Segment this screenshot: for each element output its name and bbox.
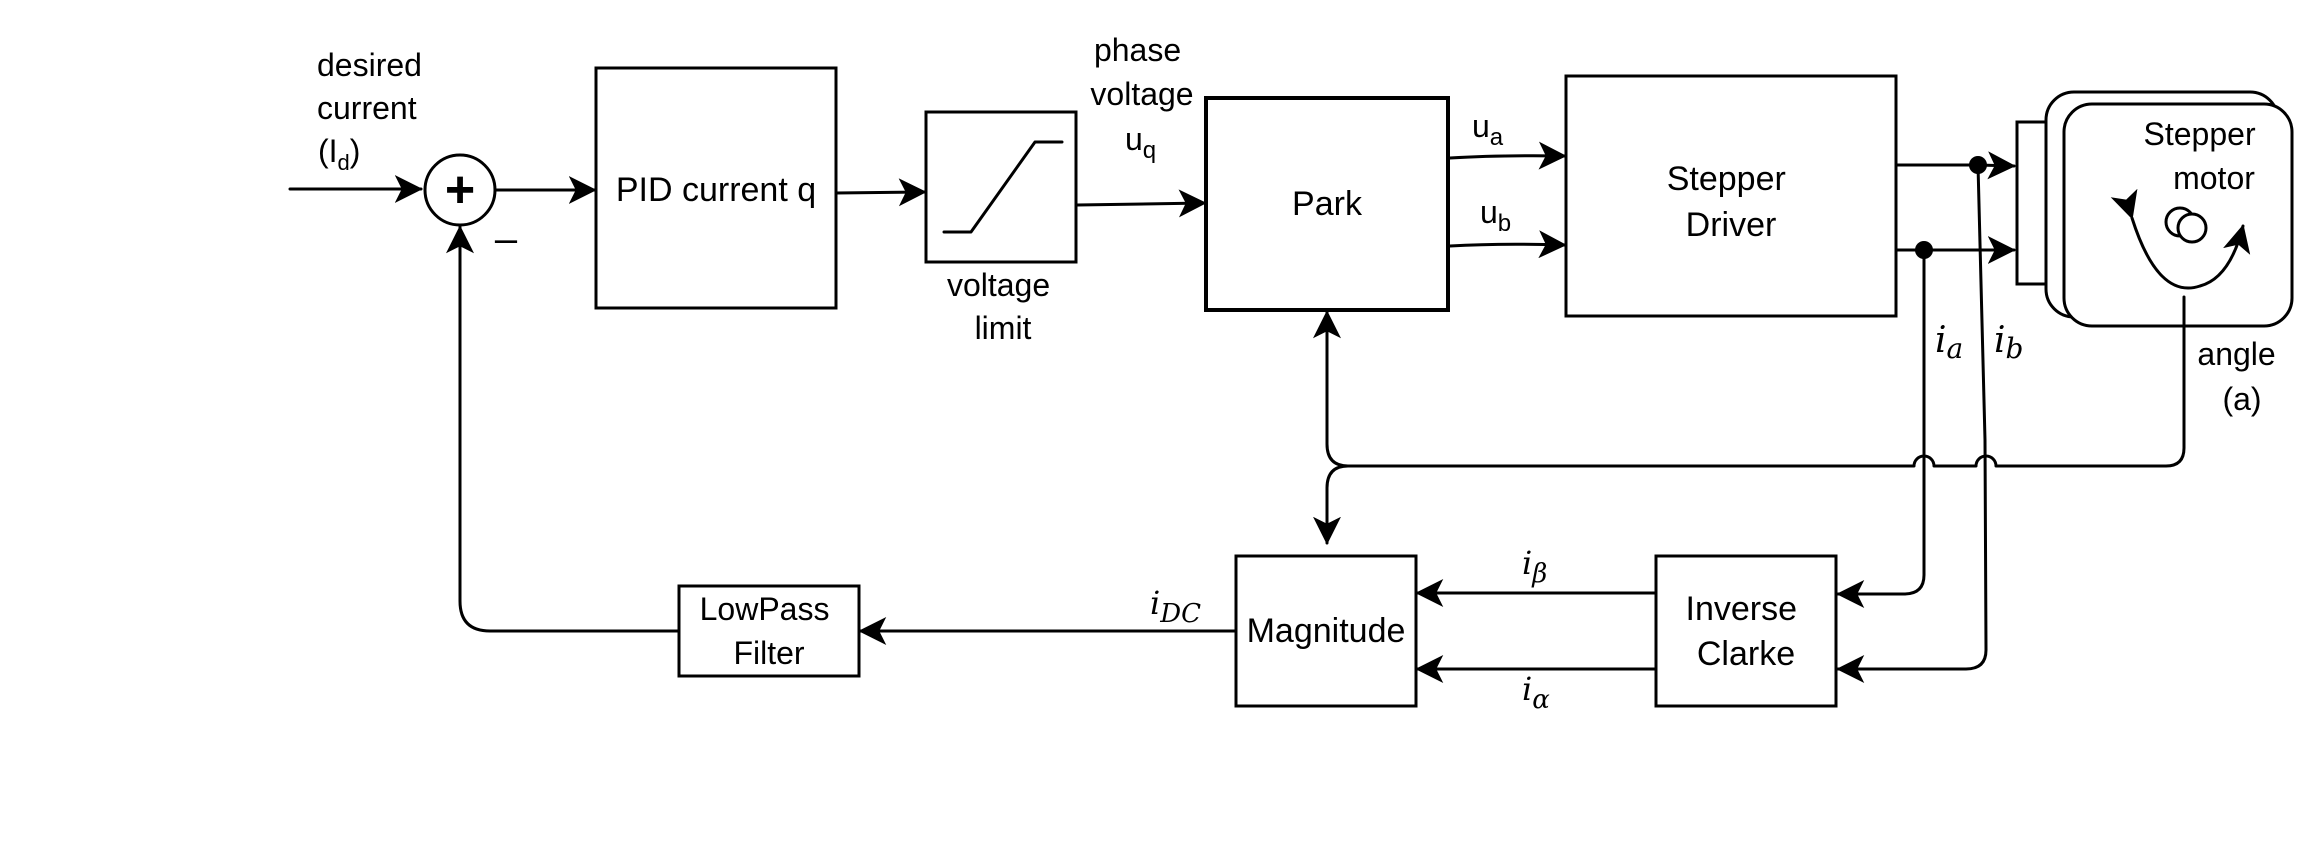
uq-label: uq (1125, 121, 1156, 164)
arrow-limit-to-park (1075, 189, 1207, 218)
park-label: Park (1292, 185, 1363, 223)
arrow-pid-to-limit (834, 178, 927, 207)
ua-label: ua (1472, 108, 1504, 151)
arrow-ub (1448, 230, 1567, 259)
desired-current-label: desired current (317, 47, 431, 126)
ia-label: ia (1935, 320, 1963, 365)
magnitude-label: Magnitude (1247, 612, 1406, 650)
pid-current-label: PID current q (616, 171, 816, 209)
stepper-driver-label: Stepper Driver (1667, 160, 1796, 244)
pid-current-block (594, 66, 838, 310)
angle-to-magnitude-wire (1313, 464, 1350, 545)
ib-sense-wire (1836, 163, 1988, 683)
arrow-driver-to-motor-a (1895, 151, 2016, 180)
angle-label: angle (a) (2197, 336, 2284, 417)
inverse-clarke-label: Inverse Clarke (1686, 590, 1807, 673)
magnitude-block (1234, 554, 1418, 708)
idc-label: iDC (1150, 584, 1201, 629)
saturation-curve-icon (942, 140, 1064, 234)
rotation-arrow-icon (2110, 188, 2251, 290)
ia-sense-wire (1836, 248, 1926, 608)
id-label: (Id) (318, 133, 360, 175)
lowpass-filter-label: LowPass Filter (700, 591, 839, 671)
ub-label: ub (1480, 194, 1511, 237)
angle-to-park-wire (1313, 295, 2186, 468)
ibeta-label: iβ (1522, 544, 1547, 589)
voltage-limit-label: voltage limit (947, 267, 1059, 346)
arrow-ua (1448, 141, 1567, 170)
park-block (1204, 96, 1450, 312)
ib-label: ib (1994, 320, 2023, 365)
sum-minus-sign: – (495, 217, 518, 261)
sum-plus-sign: + (445, 161, 475, 219)
voltage-limit-block (924, 110, 1078, 264)
feedback-to-sum-wire (446, 225, 681, 633)
inverse-clarke-block (1654, 554, 1838, 708)
ialpha-label: iα (1522, 670, 1550, 715)
phase-voltage-label: phase voltage (1090, 32, 1193, 112)
stepper-driver-block (1564, 74, 1898, 318)
